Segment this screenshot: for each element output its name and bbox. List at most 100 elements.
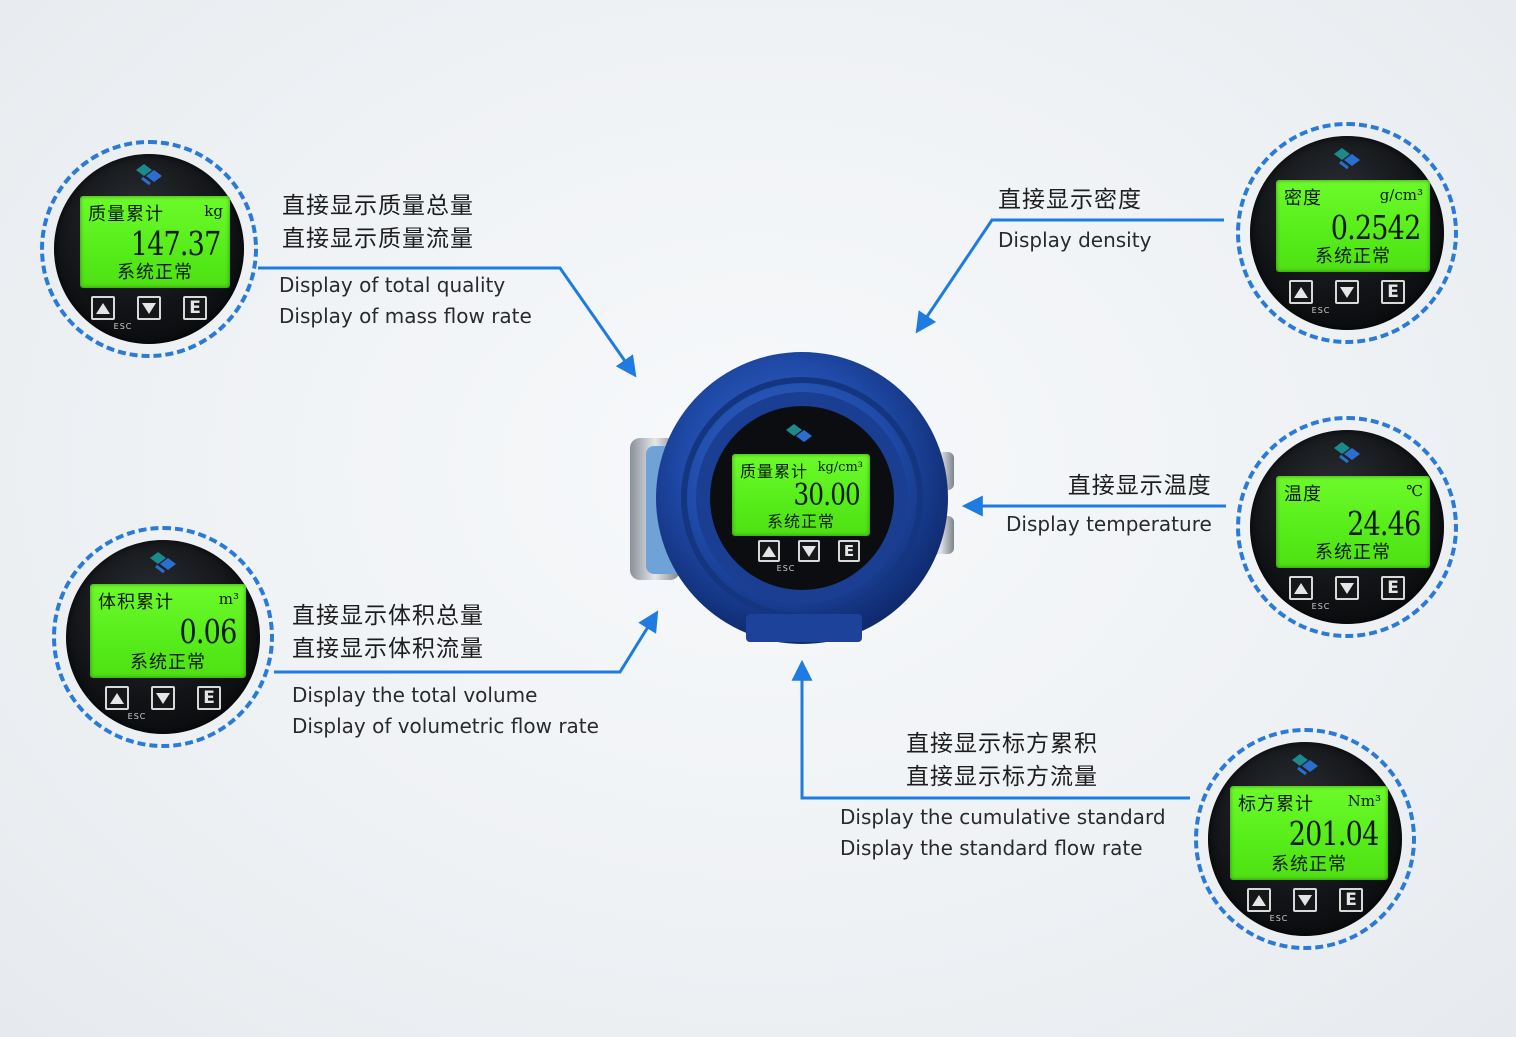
down-button[interactable] [1293, 888, 1317, 912]
esc-label: ESC [127, 712, 147, 721]
flow-transmitter: 质量累计 kg/cm³ 30.00 系统正常 E ESC [626, 350, 962, 646]
label-volume-cn-2: 直接显示体积流量 [292, 636, 484, 662]
up-arrow-icon [1252, 894, 1266, 906]
label-mass-cn-2: 直接显示质量流量 [282, 226, 474, 252]
down-arrow-icon [1298, 894, 1312, 906]
lcd-status: 系统正常 [1315, 542, 1391, 563]
lcd-title: 质量累计 [88, 204, 164, 225]
keypad: E [54, 296, 244, 320]
label-volume: 直接显示体积总量 直接显示体积流量 Display the total volu… [292, 600, 599, 742]
enter-button[interactable]: E [183, 296, 207, 320]
display-bezel: 标方累计 Nm³ 201.04 系统正常 E ESC [1208, 742, 1402, 936]
label-standard: 直接显示标方累积 直接显示标方流量 Display the cumulative… [840, 728, 1166, 864]
keypad: E [1208, 888, 1402, 912]
device-keypad: E [656, 540, 962, 562]
lcd-screen: 密度 g/cm³ 0.2542 系统正常 [1276, 180, 1430, 272]
up-button[interactable] [91, 296, 115, 320]
label-temperature: 直接显示温度 Display temperature [1006, 470, 1212, 540]
brand-logo-icon [1334, 148, 1360, 170]
lcd-title: 标方累计 [1238, 794, 1314, 815]
lcd-value: 0.2542 [1330, 208, 1421, 247]
brand-logo-icon [1292, 754, 1318, 776]
connector-standard [791, 659, 1190, 800]
lcd-unit: Nm³ [1347, 792, 1381, 810]
device-lcd-screen: 质量累计 kg/cm³ 30.00 系统正常 [732, 454, 870, 536]
up-arrow-icon [96, 302, 110, 314]
device-enter-button[interactable]: E [838, 540, 860, 562]
display-module-temperature: 温度 ℃ 24.46 系统正常 E ESC [1236, 416, 1458, 638]
up-arrow-icon [1294, 582, 1308, 594]
lcd-status: 系统正常 [1315, 246, 1391, 267]
device-down-button[interactable] [798, 540, 820, 562]
down-button[interactable] [1335, 280, 1359, 304]
connector-volume [274, 610, 659, 674]
enter-button[interactable]: E [1339, 888, 1363, 912]
display-bezel: 温度 ℃ 24.46 系统正常 E ESC [1250, 430, 1444, 624]
down-arrow-icon [156, 692, 170, 704]
display-bezel: 体积累计 m³ 0.06 系统正常 E ESC [66, 540, 260, 734]
label-mass-en-2: Display of mass flow rate [279, 304, 532, 328]
display-module-volume: 体积累计 m³ 0.06 系统正常 E ESC [52, 526, 274, 748]
display-module-standard: 标方累计 Nm³ 201.04 系统正常 E ESC [1194, 728, 1416, 950]
display-module-mass: 质量累计 kg 147.37 系统正常 E ESC [40, 140, 258, 358]
up-button[interactable] [1247, 888, 1271, 912]
label-volume-en-2: Display of volumetric flow rate [292, 714, 599, 738]
device-esc-label: ESC [776, 564, 796, 573]
display-module-density: 密度 g/cm³ 0.2542 系统正常 E ESC [1236, 122, 1458, 344]
lcd-unit: ℃ [1406, 482, 1423, 500]
lcd-value: 24.46 [1346, 504, 1421, 543]
label-density: 直接显示密度 Display density [998, 184, 1151, 256]
keypad: E [66, 686, 260, 710]
down-button[interactable] [137, 296, 161, 320]
esc-label: ESC [113, 322, 133, 331]
down-arrow-icon [1340, 286, 1354, 298]
label-temperature-cn-1: 直接显示温度 [1067, 473, 1212, 499]
label-standard-en-1: Display the cumulative standard [840, 805, 1166, 829]
transmitter-housing [630, 352, 954, 644]
lcd-value: 201.04 [1288, 814, 1379, 853]
device-lcd-unit: kg/cm³ [817, 460, 863, 475]
up-button[interactable] [1289, 280, 1313, 304]
lcd-screen: 体积累计 m³ 0.06 系统正常 [90, 584, 246, 678]
lcd-status: 系统正常 [117, 262, 193, 283]
label-standard-cn-1: 直接显示标方累积 [906, 731, 1098, 757]
down-button[interactable] [1335, 576, 1359, 600]
esc-label: ESC [1311, 306, 1331, 315]
lcd-title: 体积累计 [98, 592, 174, 613]
label-standard-en-2: Display the standard flow rate [840, 836, 1143, 860]
keypad: E [1250, 280, 1444, 304]
label-mass: 直接显示质量总量 直接显示质量流量 Display of total quali… [279, 190, 532, 332]
up-arrow-icon [110, 692, 124, 704]
connector-mass [258, 266, 637, 378]
lcd-screen: 标方累计 Nm³ 201.04 系统正常 [1230, 786, 1388, 880]
display-bezel: 质量累计 kg 147.37 系统正常 E ESC [54, 154, 244, 344]
lcd-unit: g/cm³ [1379, 186, 1423, 204]
down-button[interactable] [151, 686, 175, 710]
label-volume-cn-1: 直接显示体积总量 [292, 603, 484, 629]
esc-label: ESC [1269, 914, 1289, 923]
lcd-title: 温度 [1284, 484, 1322, 505]
lcd-status: 系统正常 [1271, 854, 1347, 875]
label-mass-en-1: Display of total quality [279, 273, 506, 297]
esc-label: ESC [1311, 602, 1331, 611]
enter-button[interactable]: E [197, 686, 221, 710]
label-volume-en-1: Display the total volume [292, 683, 538, 707]
enter-button[interactable]: E [1381, 280, 1405, 304]
brand-logo-icon [150, 552, 176, 574]
device-up-button[interactable] [758, 540, 780, 562]
keypad: E [1250, 576, 1444, 600]
lcd-value: 0.06 [179, 612, 237, 651]
lcd-status: 系统正常 [130, 652, 206, 673]
device-lcd-status: 系统正常 [766, 512, 835, 531]
label-density-cn-1: 直接显示密度 [998, 187, 1142, 213]
up-button[interactable] [105, 686, 129, 710]
down-arrow-icon [142, 302, 156, 314]
connector-density [915, 218, 1224, 334]
lcd-screen: 质量累计 kg 147.37 系统正常 [80, 196, 230, 288]
lcd-unit: kg [204, 202, 223, 220]
lcd-title: 密度 [1284, 188, 1322, 209]
brand-logo-icon [136, 164, 162, 186]
up-button[interactable] [1289, 576, 1313, 600]
enter-button[interactable]: E [1381, 576, 1405, 600]
